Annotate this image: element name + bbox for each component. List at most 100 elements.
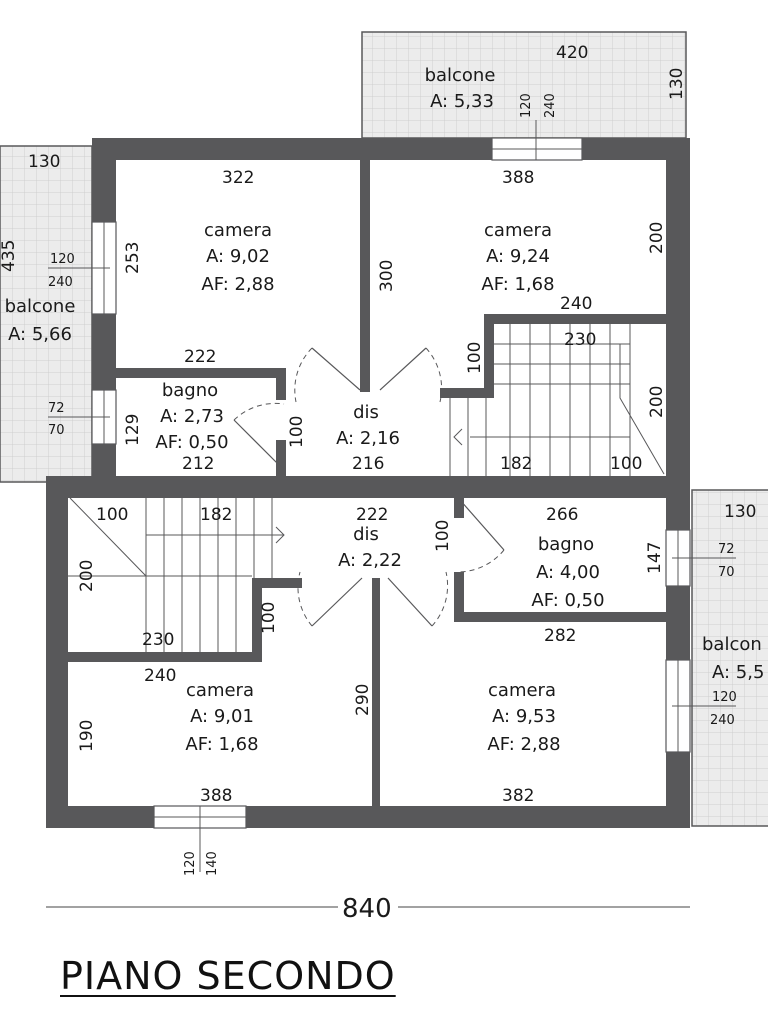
stairs-north [449,324,665,476]
room-area: A: 2,73 [160,406,224,427]
window-width: 70 [718,565,735,580]
dimension-labels: 322 388 253 300 200 240 230 222 100 200 … [0,43,756,806]
overall-dimension-label: 840 [342,894,392,924]
room-area: A: 5,66 [8,324,72,345]
dim-label: 212 [182,454,214,474]
dim-label: 130 [724,502,756,522]
room-camera-ne: camera A: 9,24 AF: 1,68 [481,220,554,295]
room-af: AF: 1,68 [185,734,258,755]
room-af: AF: 0,50 [155,432,228,453]
dim-label: 230 [564,330,596,350]
window-width: 240 [710,713,735,728]
walls [46,138,690,828]
room-name: dis [353,524,379,545]
dim-label: 130 [667,68,687,100]
dim-label: 253 [123,242,143,274]
room-area: A: 9,02 [206,246,270,267]
dim-label: 388 [502,168,534,188]
room-area: A: 5,33 [430,91,494,112]
dim-label: 240 [560,294,592,314]
window-height: 120 [50,252,75,267]
balcony-left [0,145,93,483]
dim-label: 290 [353,684,373,716]
room-af: AF: 2,88 [201,274,274,295]
room-area: A: 2,22 [338,550,402,571]
room-bagno-n: bagno A: 2,73 AF: 0,50 [155,380,228,453]
room-area: A: 4,00 [536,562,600,583]
room-name: dis [353,402,379,423]
dim-label: 200 [77,560,97,592]
room-balcone-top: balcone A: 5,33 [425,65,496,112]
dim-label: 190 [77,720,97,752]
room-name: balcon [702,634,762,655]
dim-label: 216 [352,454,384,474]
room-area: A: 2,16 [336,428,400,449]
room-af: AF: 0,50 [531,590,604,611]
dim-label: 130 [28,152,60,172]
window-width: 140 [205,851,220,876]
window-height: 120 [519,93,534,118]
dim-label: 240 [144,666,176,686]
room-balcone-left: balcone A: 5,66 [5,296,76,345]
room-name: bagno [162,380,218,401]
dim-label: 435 [0,240,19,272]
room-af: AF: 2,88 [487,734,560,755]
window-width: 240 [48,275,73,290]
floor-title: PIANO SECONDO [60,954,396,998]
window-height: 120 [183,851,198,876]
room-camera-sw: camera A: 9,01 AF: 1,68 [185,680,258,755]
room-area: A: 9,53 [492,706,556,727]
dim-label: 382 [502,786,534,806]
doors [233,347,505,627]
window-width: 240 [543,93,558,118]
room-name: balcone [5,296,76,317]
dim-label: 300 [377,260,397,292]
dim-label: 322 [222,168,254,188]
room-camera-se: camera A: 9,53 AF: 2,88 [487,680,560,755]
dim-label: 388 [200,786,232,806]
dim-label: 129 [123,414,143,446]
window-height: 72 [48,401,65,416]
window-height: 72 [718,542,735,557]
dim-label: 182 [500,454,532,474]
dim-label: 230 [142,630,174,650]
room-name: balcone [425,65,496,86]
room-bagno-s: bagno A: 4,00 AF: 0,50 [531,534,604,611]
dim-label: 420 [556,43,588,63]
dim-label: 100 [465,342,485,374]
dim-label: 266 [546,505,578,525]
dim-label: 147 [645,542,665,574]
room-name: camera [488,680,556,701]
room-name: camera [204,220,272,241]
dim-label: 282 [544,626,576,646]
dim-label: 100 [96,505,128,525]
windows [48,120,736,872]
dim-label: 222 [356,505,388,525]
window-height: 120 [712,690,737,705]
balcony-right [691,489,768,827]
room-name: bagno [538,534,594,555]
dim-label: 100 [610,454,642,474]
room-camera-nw: camera A: 9,02 AF: 2,88 [201,220,274,295]
window-width: 70 [48,423,65,438]
stairs-south [68,497,285,652]
room-af: AF: 1,68 [481,274,554,295]
dim-label: 100 [259,602,279,634]
room-dis-n: dis A: 2,16 [336,402,400,449]
room-area: A: 9,01 [190,706,254,727]
balcony-top [361,31,687,139]
dim-label: 222 [184,347,216,367]
room-name: camera [484,220,552,241]
room-area: A: 5,5 [712,662,764,683]
dim-label: 182 [200,505,232,525]
room-name: camera [186,680,254,701]
dim-label: 100 [287,416,307,448]
overall-dimension: 840 [46,894,690,924]
room-area: A: 9,24 [486,246,550,267]
dim-label: 200 [647,386,667,418]
window-labels: 120 240 120 240 72 70 72 70 120 240 120 … [48,93,737,876]
dim-label: 100 [433,520,453,552]
room-balcone-right: balcon A: 5,5 [702,634,764,683]
room-dis-s: dis A: 2,22 [338,524,402,571]
